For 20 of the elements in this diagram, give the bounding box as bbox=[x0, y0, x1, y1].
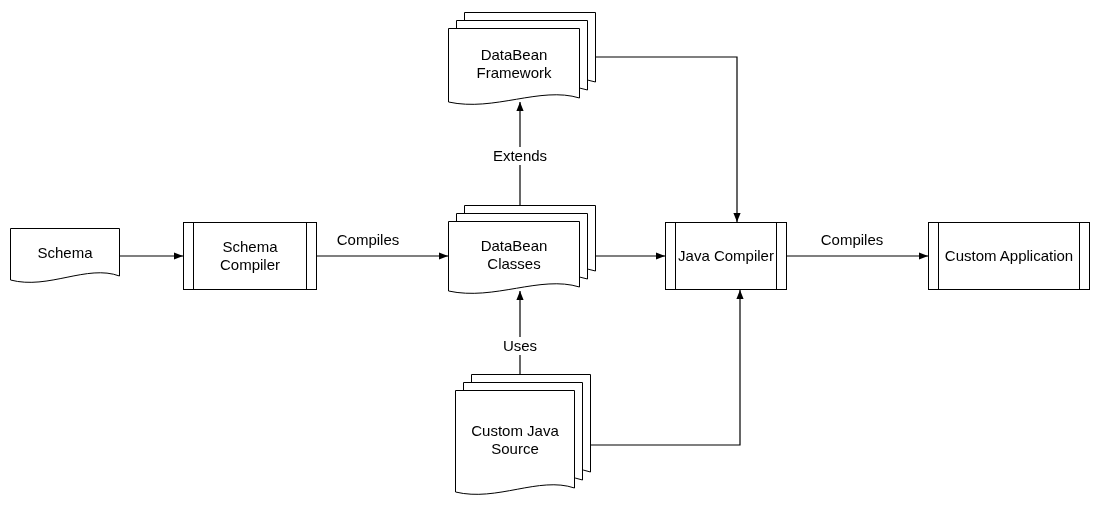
node-label: Custom Java Source bbox=[470, 422, 560, 458]
arrow bbox=[786, 252, 929, 260]
document-shape bbox=[455, 374, 591, 498]
node-label: Schema Compiler bbox=[219, 238, 281, 274]
arrow bbox=[316, 252, 449, 260]
document-shape bbox=[10, 228, 120, 286]
arrow bbox=[595, 56, 741, 223]
arrow bbox=[595, 252, 666, 260]
node-label: Schema bbox=[36, 244, 94, 262]
node-label: DataBean Classes bbox=[479, 237, 549, 273]
document-shape bbox=[448, 205, 596, 297]
process-box bbox=[183, 222, 317, 290]
node-label: Custom Application bbox=[943, 247, 1075, 265]
process-box bbox=[928, 222, 1090, 290]
node-label: Java Compiler bbox=[677, 247, 775, 265]
process-box bbox=[665, 222, 787, 290]
document-shape bbox=[448, 12, 596, 108]
node-label: DataBean Framework bbox=[475, 46, 553, 82]
arrow bbox=[590, 289, 744, 446]
arrow bbox=[119, 252, 184, 260]
